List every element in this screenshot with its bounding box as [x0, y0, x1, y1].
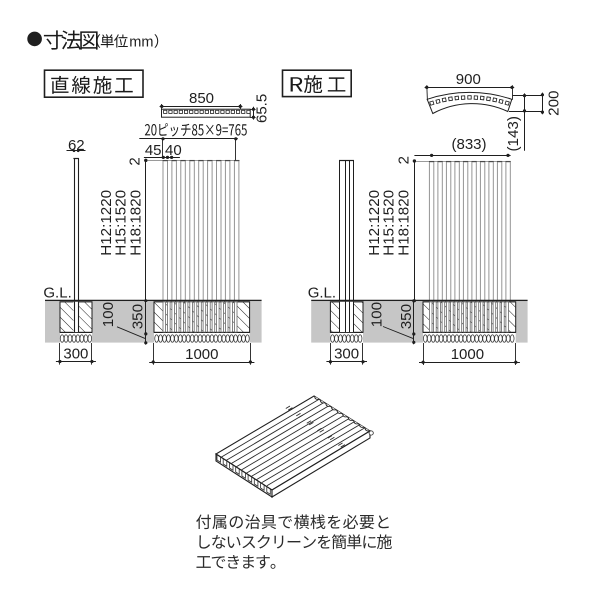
- svg-text:1000: 1000: [451, 346, 484, 363]
- svg-text:(143): (143): [505, 116, 522, 151]
- svg-text:100: 100: [100, 302, 117, 327]
- svg-text:300: 300: [63, 345, 88, 362]
- svg-text:40: 40: [165, 142, 182, 159]
- svg-text:2: 2: [127, 157, 144, 165]
- svg-text:45: 45: [145, 142, 162, 159]
- svg-text:H15:1520: H15:1520: [113, 190, 130, 256]
- svg-text:G.L.: G.L.: [43, 285, 71, 302]
- svg-text:G.L.: G.L.: [308, 285, 336, 302]
- svg-text:(833): (833): [451, 136, 486, 153]
- svg-text:900: 900: [456, 71, 481, 88]
- svg-text:2: 2: [395, 156, 412, 164]
- svg-text:850: 850: [189, 90, 214, 107]
- svg-text:H12:1220: H12:1220: [366, 190, 383, 256]
- svg-text:H18:1820: H18:1820: [127, 190, 144, 256]
- svg-text:300: 300: [334, 346, 359, 363]
- svg-text:H15:1520: H15:1520: [381, 190, 398, 256]
- svg-text:350: 350: [130, 304, 147, 329]
- svg-text:62: 62: [68, 137, 85, 154]
- svg-text:1000: 1000: [185, 346, 218, 363]
- svg-text:H12:1220: H12:1220: [98, 190, 115, 256]
- svg-text:350: 350: [398, 304, 415, 329]
- svg-text:65.5: 65.5: [253, 94, 270, 123]
- svg-text:mm: mm: [129, 35, 153, 51]
- svg-text:H18:1820: H18:1820: [395, 190, 412, 256]
- svg-text:200: 200: [546, 91, 563, 116]
- svg-text:100: 100: [369, 302, 386, 327]
